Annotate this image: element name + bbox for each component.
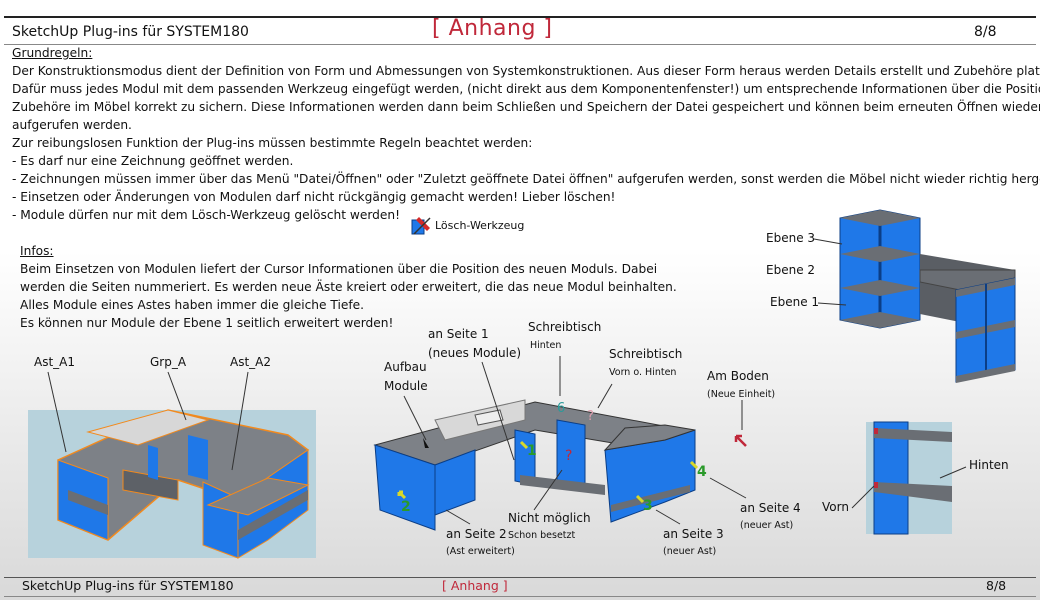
group-branch-illustration — [28, 409, 316, 559]
cursor-sublabel-neue-einheit: (Neue Einheit) — [707, 389, 776, 400]
svg-text:2: 2 — [401, 499, 411, 515]
cursor-label-nicht-moeglich: Nicht möglich — [508, 511, 591, 525]
svg-text:3: 3 — [643, 498, 653, 514]
infos-heading: Infos: — [20, 244, 54, 258]
cursor-insert-illustration: 2 1 6 ? ? 4 3 — [373, 399, 707, 531]
level-label-ebene3: Ebene 3 — [766, 231, 816, 245]
header-page-number: 8/8 — [974, 24, 997, 40]
footer-underline — [4, 596, 1036, 597]
infos-line: Alles Module eines Astes haben immer die… — [20, 298, 364, 312]
group-label-ast-a1: Ast_A1 — [34, 355, 76, 369]
grundregeln-heading: Grundregeln: — [12, 46, 93, 60]
infos-line: Es können nur Module der Ebene 1 seitlic… — [20, 316, 394, 330]
grundregeln-line: Zubehöre im Möbel korrekt zu sichern. Di… — [12, 100, 1040, 114]
cursor-sublabel-ast-erweitert: (Ast erweitert) — [446, 546, 515, 557]
grundregeln-line: - Module dürfen nur mit dem Lösch-Werkze… — [12, 208, 400, 222]
svg-text:?: ? — [565, 448, 572, 464]
detail-label-hinten: Hinten — [969, 458, 1009, 472]
svg-text:1: 1 — [527, 443, 537, 459]
svg-text:6: 6 — [557, 401, 565, 416]
cursor-label-seite1-sub: (neues Module) — [428, 346, 522, 360]
cursor-label-module: Module — [384, 379, 428, 393]
infos-line: werden die Seiten nummeriert. Es werden … — [20, 280, 677, 294]
cursor-label-am-boden: Am Boden — [707, 369, 769, 383]
level-shelf-illustration — [839, 209, 1016, 383]
grundregeln-line: Zur reibungslosen Funktion der Plug-ins … — [12, 136, 533, 150]
footer-rule — [4, 577, 1036, 578]
level-label-ebene2: Ebene 2 — [766, 263, 816, 277]
svg-text:4: 4 — [697, 464, 707, 480]
cursor-sublabel-neuer-ast-3: (neuer Ast) — [663, 546, 717, 557]
footer-section-title: [ Anhang ] — [442, 578, 508, 593]
am-boden-cursor-icon — [734, 434, 747, 447]
cursor-label-schreibtisch-hinten: Schreibtisch — [528, 320, 602, 334]
cursor-sublabel-vorn-hinten: Vorn o. Hinten — [609, 367, 677, 378]
cursor-sublabel-hinten: Hinten — [530, 340, 562, 351]
infos-line: Beim Einsetzen von Modulen liefert der C… — [20, 262, 658, 276]
front-back-detail-illustration — [866, 421, 952, 535]
svg-text:?: ? — [587, 409, 594, 424]
header-rule — [4, 16, 1036, 18]
group-label-ast-a2: Ast_A2 — [230, 355, 272, 369]
header-app-title: SketchUp Plug-ins für SYSTEM180 — [12, 24, 249, 40]
header-underline — [4, 44, 1036, 45]
page-header: SketchUp Plug-ins für SYSTEM180 [ Anhang… — [0, 0, 1040, 46]
footer-page-number: 8/8 — [986, 578, 1007, 593]
cursor-label-seite4: an Seite 4 — [740, 501, 801, 515]
footer-app-title: SketchUp Plug-ins für SYSTEM180 — [22, 578, 234, 593]
cursor-label-seite3: an Seite 3 — [663, 527, 724, 541]
page-footer: SketchUp Plug-ins für SYSTEM180 [ Anhang… — [0, 574, 1040, 600]
grundregeln-line: - Einsetzen oder Änderungen von Modulen … — [12, 190, 616, 204]
header-section-title: [ Anhang ] — [432, 16, 553, 41]
grundregeln-line: Der Konstruktionsmodus dient der Definit… — [12, 64, 1040, 78]
cursor-sublabel-schon-besetzt: Schon besetzt — [508, 530, 576, 541]
detail-label-vorn: Vorn — [822, 500, 849, 514]
cursor-label-schreibtisch-vorn: Schreibtisch — [609, 347, 683, 361]
group-label-grp-a: Grp_A — [150, 355, 187, 369]
delete-tool-label: Lösch-Werkzeug — [435, 219, 525, 232]
grundregeln-line: - Es darf nur eine Zeichnung geöffnet we… — [12, 154, 294, 168]
cursor-sublabel-neuer-ast-4: (neuer Ast) — [740, 520, 794, 531]
grundregeln-line: Dafür muss jedes Modul mit dem passenden… — [12, 82, 1040, 96]
cursor-label-seite1: an Seite 1 — [428, 327, 489, 341]
grundregeln-line: aufgerufen werden. — [12, 118, 132, 132]
delete-tool-icon — [411, 217, 431, 235]
level-label-ebene1: Ebene 1 — [770, 295, 820, 309]
cursor-label-aufbau: Aufbau — [384, 360, 427, 374]
cursor-label-seite2: an Seite 2 — [446, 527, 507, 541]
grundregeln-line: - Zeichnungen müssen immer über das Menü… — [12, 172, 1040, 186]
